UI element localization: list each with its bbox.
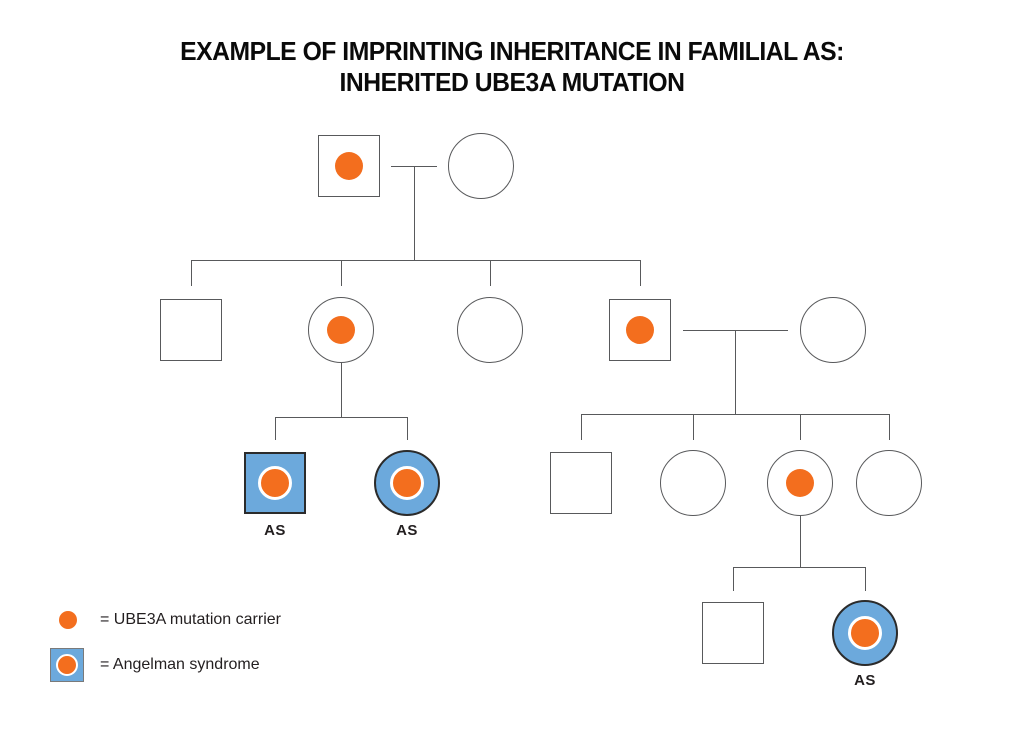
connector-line	[414, 166, 415, 260]
connector-line	[275, 417, 407, 418]
connector-line	[191, 260, 192, 286]
person-II-3	[457, 297, 523, 363]
connector-line	[733, 567, 865, 568]
carrier-dot-icon	[848, 616, 882, 650]
connector-line	[581, 414, 889, 415]
carrier-dot-icon	[390, 466, 424, 500]
connector-line	[693, 414, 694, 440]
title-line-2: INHERITED UBE3A MUTATION	[339, 67, 685, 97]
person-IV-1	[702, 602, 764, 664]
affected-label-IV-2: AS	[854, 672, 876, 689]
legend-item-carrier: = UBE3A mutation carrier	[50, 602, 281, 638]
affected-label-III-1: AS	[264, 522, 286, 539]
person-II-1	[160, 299, 222, 361]
legend-item-angelman: = Angelman syndrome	[50, 647, 281, 683]
connector-line	[800, 516, 801, 567]
angelman-syndrome-icon	[50, 648, 84, 682]
connector-line	[341, 363, 342, 417]
connector-line	[800, 414, 801, 440]
person-III-5	[767, 450, 833, 516]
title-line-1: EXAMPLE OF IMPRINTING INHERITANCE IN FAM…	[180, 36, 844, 66]
person-I-1	[318, 135, 380, 197]
person-II-5	[800, 297, 866, 363]
page-title: EXAMPLE OF IMPRINTING INHERITANCE IN FAM…	[26, 36, 999, 98]
person-II-2	[308, 297, 374, 363]
person-III-6	[856, 450, 922, 516]
connector-line	[581, 414, 582, 440]
carrier-dot-icon	[56, 654, 78, 676]
carrier-dot-icon	[335, 152, 363, 180]
person-II-4	[609, 299, 671, 361]
carrier-dot-icon	[786, 469, 814, 497]
carrier-dot-icon	[327, 316, 355, 344]
affected-label-III-2: AS	[396, 522, 418, 539]
person-III-4	[660, 450, 726, 516]
connector-line	[490, 260, 491, 286]
connector-line	[889, 414, 890, 440]
connector-line	[407, 417, 408, 440]
person-III-1	[244, 452, 306, 514]
connector-line	[640, 260, 641, 286]
legend-label-angelman: = Angelman syndrome	[100, 656, 260, 673]
person-III-2	[374, 450, 440, 516]
connector-line	[865, 567, 866, 591]
connector-line	[191, 260, 640, 261]
legend-label-carrier: = UBE3A mutation carrier	[100, 611, 281, 628]
person-IV-2	[832, 600, 898, 666]
connector-line	[341, 260, 342, 286]
carrier-dot-icon	[258, 466, 292, 500]
connector-line	[735, 330, 736, 414]
person-III-3	[550, 452, 612, 514]
person-I-2	[448, 133, 514, 199]
legend: = UBE3A mutation carrier = Angelman synd…	[50, 602, 281, 683]
carrier-dot-icon	[59, 611, 77, 629]
connector-line	[733, 567, 734, 591]
carrier-dot-icon	[626, 316, 654, 344]
connector-line	[275, 417, 276, 440]
